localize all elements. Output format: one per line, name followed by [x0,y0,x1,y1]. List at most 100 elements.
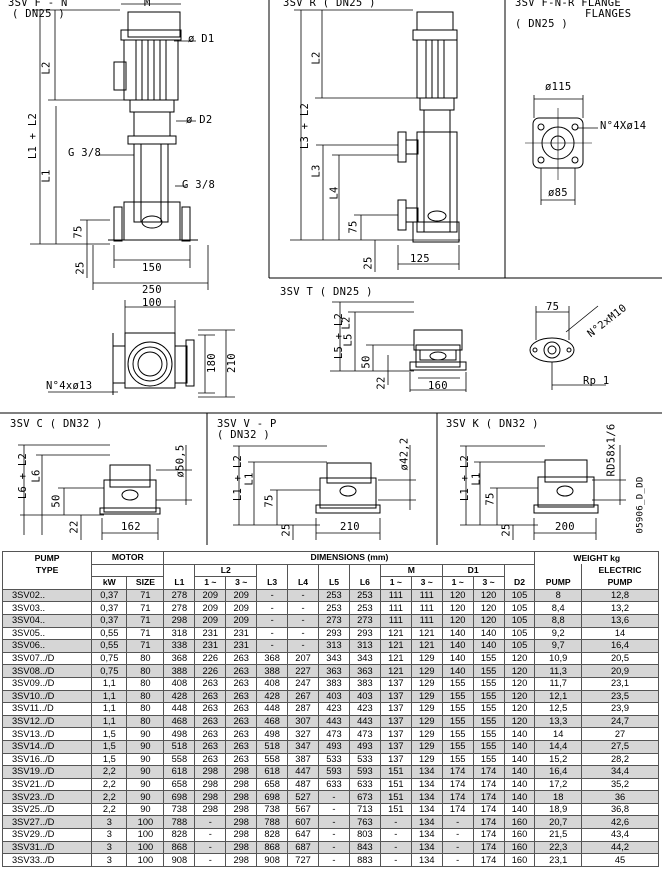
table-cell: 253 [348,588,381,603]
label-k-200: 200 [555,521,575,533]
table-cell: 12,5 [534,702,582,716]
table-cell: 120 [472,588,505,603]
table-cell: 209 [194,588,227,603]
table-cell: 1,1 [91,702,128,716]
label-r-75: 75 [347,220,360,234]
table-cell: 120 [503,664,536,678]
c-pump-elevation [99,464,161,515]
table-cell: 140 [503,790,536,804]
label-k-25: 25 [500,523,513,537]
table-cell: - [194,815,227,830]
table-cell: 120 [441,601,474,615]
table-cell: 105 [503,626,536,641]
label-l1: L1 [40,169,53,183]
table-cell: 174 [472,777,505,792]
table-cell: 12,8 [580,588,660,603]
table-cell: 140 [503,802,536,817]
table-cell: 100 [126,853,165,867]
table-cell: 160 [503,840,536,855]
th-dimensions: DIMENSIONS (mm) [163,551,536,565]
table-cell: 318 [163,626,196,641]
table-cell: 155 [472,664,505,678]
table-cell: 90 [126,802,165,817]
table-cell: 527 [287,790,320,804]
table-cell: 105 [503,601,536,615]
table-cell: 137 [379,676,412,691]
vp-pump-elevation [315,462,381,514]
label-r-l3l2: L3 + L2 [299,102,312,150]
table-cell: - [256,601,289,615]
table-cell: 140 [441,639,474,653]
table-cell: 298 [225,853,258,867]
panel-vp-subtitle: ( DN32 ) [217,429,270,441]
table-cell: - [318,815,350,830]
table-cell: 137 [379,739,412,754]
table-cell: 140 [441,664,474,678]
table-cell: 518 [163,739,196,754]
table-cell: 155 [472,651,505,666]
table-cell: 121 [379,639,412,653]
label-k-rd58: RD58x1/6 [605,423,618,477]
table-cell: 828 [163,828,196,842]
table-cell: 129 [410,689,443,704]
label-c-162: 162 [121,521,141,533]
table-cell: 111 [410,613,443,628]
pump-type-cell: 3SV09../D [1,676,93,691]
table-cell: 263 [194,702,227,716]
table-cell: 209 [225,613,258,628]
th-d1-1: 1 ~ [441,576,474,590]
table-cell: 267 [287,689,320,704]
label-d1: ø D1 [188,33,215,45]
table-cell: - [256,639,289,653]
table-cell: 129 [410,676,443,691]
table-cell: 327 [287,727,320,741]
label-f-115: ø115 [545,81,572,93]
table-cell: 174 [472,828,505,842]
table-cell: 129 [410,752,443,767]
label-v-75: 75 [263,494,276,508]
table-cell: 18,9 [534,802,582,817]
table-cell: 100 [126,828,165,842]
table-cell: 0,75 [91,664,128,678]
table-cell: 263 [194,727,227,741]
table-cell: 0,55 [91,639,128,653]
table-cell: 363 [348,664,381,678]
label-g38-a: G 3/8 [68,147,102,159]
th-type-blank [1,576,93,590]
label-l1-l2: L1 + L2 [27,112,40,160]
table-cell: - [287,588,320,603]
table-cell: 558 [256,752,289,767]
table-cell: 843 [348,840,381,855]
table-cell: 105 [503,588,536,603]
table-cell: 368 [163,651,196,666]
panel-fn-subtitle: ( DN25 ) [12,8,65,20]
table-cell: 45 [580,853,660,867]
table-cell: 567 [287,802,320,817]
table-cell: 388 [256,664,289,678]
table-cell: 151 [379,765,412,779]
label-c-50: 50 [50,494,63,508]
table-cell: 105 [503,639,536,653]
th-w-pump: PUMP [534,576,582,590]
table-cell: 24,7 [580,714,660,729]
table-cell: 155 [472,714,505,729]
label-180: 180 [205,353,218,373]
table-cell: 140 [472,626,505,641]
table-cell: 137 [379,752,412,767]
table-cell: 727 [287,853,320,867]
table-cell: 338 [163,639,196,653]
table-cell: 473 [318,727,350,741]
label-v-l1l2: L1 + L2 [232,454,245,502]
table-cell: 298 [225,828,258,842]
pump-type-cell: 3SV02.. [1,588,93,603]
table-cell: 121 [410,639,443,653]
table-cell: 134 [410,765,443,779]
th-we-pump: PUMP [580,576,660,590]
table-cell: 788 [256,815,289,830]
th-size: SIZE [126,576,165,590]
table-cell: 883 [348,853,381,867]
table-cell: 207 [287,651,320,666]
